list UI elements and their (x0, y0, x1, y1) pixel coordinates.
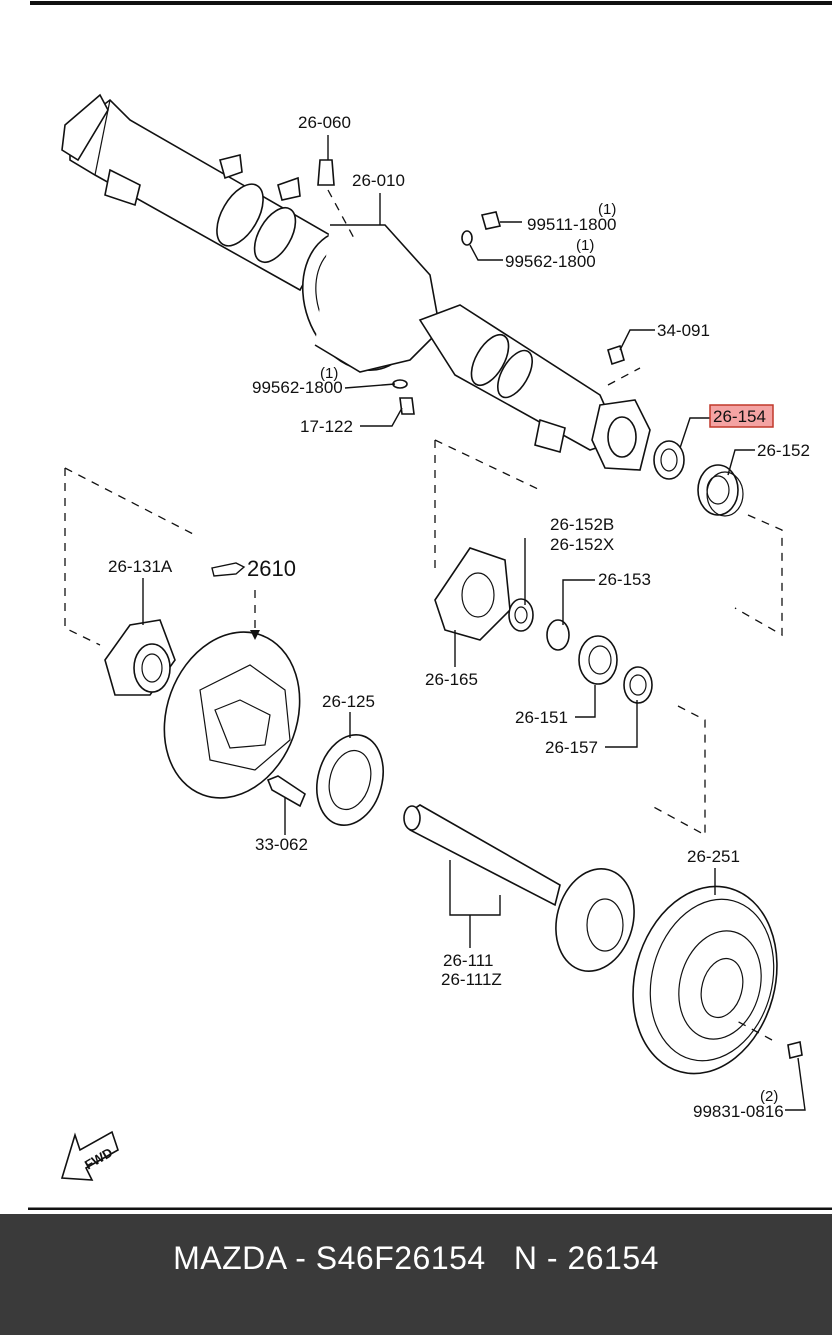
bearing-26-151 (578, 635, 618, 685)
part-labels: 26-060 26-010 (1) 99511-1800 (1) 99562-1… (108, 113, 810, 1121)
washer-99562-left (392, 379, 408, 389)
axle-housing (61, 93, 651, 471)
label-26-152: 26-152 (757, 441, 810, 460)
label-26-154: 26-154 (713, 407, 766, 426)
label-33-062: 33-062 (255, 835, 308, 854)
axle-shaft-26-111 (403, 804, 635, 972)
highlight-26-154 (709, 404, 774, 428)
part-info-footer: MAZDA - S46F26154 N - 26154 (0, 1214, 832, 1335)
label-26-111z: 26-111Z (441, 970, 502, 989)
label-99562-left-qty: (1) (320, 365, 338, 382)
nut-99511 (480, 211, 502, 230)
leader-lines (142, 135, 806, 1111)
part-number: S46F26154 (315, 1240, 486, 1276)
breather-plug (317, 159, 335, 186)
label-34-091: 34-091 (657, 321, 710, 340)
label-26-060: 26-060 (298, 113, 351, 132)
bearing-26-154-part (653, 440, 685, 480)
brake-backing-plate-2610 (163, 631, 301, 799)
washer-99562-top (461, 230, 473, 246)
spacer-26-157 (623, 666, 653, 704)
label-99831-qty: (2) (760, 1088, 778, 1105)
gasket-26-125 (316, 734, 384, 826)
label-26-152b: 26-152B (550, 515, 614, 534)
label-26-151: 26-151 (515, 708, 568, 727)
brake-drum-26-251 (632, 885, 778, 1075)
label-99562-top-qty: (1) (576, 237, 594, 254)
bolt-33-062 (266, 775, 306, 808)
label-26-111: 26-111 (443, 951, 493, 970)
part-info-text: MAZDA - S46F26154 N - 26154 (0, 1240, 832, 1277)
label-99562-top: 99562-1800 (505, 252, 596, 271)
label-26-251: 26-251 (687, 847, 740, 866)
plug-17-122 (399, 397, 415, 415)
lock-washer-26-153 (546, 619, 570, 651)
label-26-153: 26-153 (598, 570, 651, 589)
flange-26-131a (104, 619, 176, 696)
label-26-131a: 26-131A (108, 557, 173, 576)
nut-34-091 (607, 344, 625, 366)
arrow-2610 (250, 630, 260, 640)
label-26-157: 26-157 (545, 738, 598, 757)
label-99562-left: 99562-1800 (252, 378, 343, 397)
label-26-125: 26-125 (322, 692, 375, 711)
screw-99831 (787, 1041, 803, 1059)
label-26-010: 26-010 (352, 171, 405, 190)
separator: - (285, 1240, 316, 1276)
exploded-parts-diagram: 26-060 26-010 (1) 99511-1800 (1) 99562-1… (28, 1, 832, 1210)
brand-name: MAZDA (173, 1240, 286, 1276)
seal-26-152b (508, 598, 534, 632)
reference-number: N - 26154 (513, 1240, 659, 1276)
label-2610: 2610 (247, 556, 296, 581)
label-26-152x: 26-152X (550, 535, 614, 554)
bearing-26-152-part (697, 464, 744, 517)
label-26-165: 26-165 (425, 670, 478, 689)
label-99511-qty: (1) (598, 201, 616, 218)
fwd-arrow-icon: FWD (60, 1130, 119, 1181)
pointer-hand-icon (211, 562, 246, 577)
label-99831: 99831-0816 (693, 1102, 784, 1121)
label-17-122: 17-122 (300, 417, 353, 436)
retainer-26-165 (434, 547, 511, 641)
label-99511: 99511-1800 (527, 215, 617, 234)
alignment-lines (64, 189, 783, 1041)
